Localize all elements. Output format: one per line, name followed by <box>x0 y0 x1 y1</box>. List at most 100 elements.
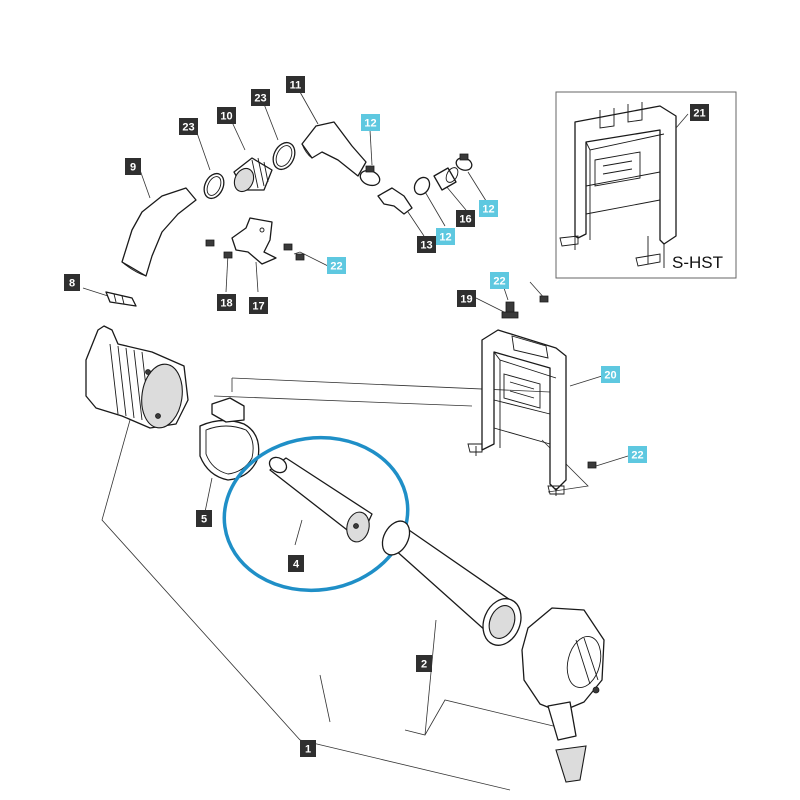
frame-20 <box>467 295 597 496</box>
leader-10 <box>231 121 246 151</box>
adapter-10-ribs <box>251 157 269 189</box>
filter-element-2-seal <box>488 605 516 639</box>
callout-number: 9 <box>130 162 136 174</box>
housing-cap-fins <box>109 343 151 423</box>
leader-1-bottom <box>299 739 511 791</box>
callout-box <box>417 236 436 253</box>
callout-number: 16 <box>459 214 471 226</box>
callout-c19: 19 <box>457 290 476 307</box>
housing-end-cap <box>521 607 605 783</box>
clamp-23b-ring <box>272 141 296 171</box>
inset-frame-plate <box>594 151 641 187</box>
filter-element-2 <box>381 520 522 646</box>
callout-number: 11 <box>290 80 302 92</box>
bolts-upper <box>205 239 305 261</box>
callout-box <box>601 366 620 383</box>
callout-box <box>179 118 198 135</box>
clamp-12a-screw <box>365 165 375 173</box>
callout-number: 18 <box>220 298 232 310</box>
leader-bracket-to-frame <box>213 377 551 407</box>
dust-valve <box>555 745 587 783</box>
callout-c9: 9 <box>125 158 141 175</box>
bolt-b <box>223 251 233 259</box>
callout-number: 20 <box>604 370 616 382</box>
inset-frame-top-brackets <box>599 102 643 129</box>
callout-number: 17 <box>252 301 264 313</box>
callout-box <box>125 158 141 175</box>
callout-box <box>217 294 236 311</box>
clamp-23a-inner <box>206 176 222 196</box>
housing-cap-latch-a <box>145 369 151 375</box>
hose-11-body <box>301 121 367 177</box>
clamp-23a <box>203 172 225 200</box>
valve-8-body <box>105 291 137 307</box>
frame-20-legs <box>475 446 557 496</box>
callout-number: 13 <box>420 240 432 252</box>
callout-box <box>196 510 212 527</box>
leader-9 <box>139 169 151 199</box>
frame-20-plate <box>503 373 541 409</box>
end-cap-latch <box>592 686 600 694</box>
filter-element-2-top <box>381 520 411 556</box>
frame-20-outline <box>481 329 567 491</box>
leader-4 <box>294 519 303 546</box>
hose-13-body <box>377 187 413 215</box>
inset-caption: S-HST <box>672 253 723 272</box>
hose-9-end <box>121 261 147 277</box>
housing-cap-latch-b <box>155 413 161 419</box>
leader-21 <box>675 113 689 129</box>
band-clamp-5 <box>199 397 260 481</box>
callout-number: 10 <box>220 111 232 123</box>
callout-c16: 16 <box>456 210 475 227</box>
callout-c12b: 12 <box>479 200 498 217</box>
end-cap-face <box>566 636 602 688</box>
bolt-22b <box>539 295 549 303</box>
inset-frame-drawing <box>559 102 677 268</box>
inset-frame-outline <box>574 105 677 245</box>
leader-12a <box>369 129 373 166</box>
callout-c4: 4 <box>288 555 304 572</box>
callout-c22a: 22 <box>327 257 346 274</box>
clamp-12c <box>413 176 431 196</box>
callout-box <box>288 555 304 572</box>
callout-box <box>456 210 475 227</box>
clamp-23b-inner <box>275 145 293 167</box>
clamp-23a-ring <box>203 172 225 200</box>
leader-2b <box>404 699 571 736</box>
callout-c20: 20 <box>601 366 620 383</box>
callout-box <box>217 107 236 124</box>
callout-number: 19 <box>460 294 472 306</box>
inset-frame <box>555 91 737 279</box>
callout-box <box>64 274 80 291</box>
leader-22c <box>595 455 629 467</box>
callout-box <box>249 297 268 314</box>
inset-frame-feet <box>559 235 661 267</box>
leader-13 <box>407 211 425 237</box>
callout-c2: 2 <box>416 655 432 672</box>
inset-s-hst: S-HST <box>555 91 737 279</box>
bracket-17 <box>231 217 277 265</box>
leader-22a <box>293 251 329 267</box>
leader-1-left <box>101 419 301 741</box>
callout-box <box>690 104 709 121</box>
callout-c11: 11 <box>286 76 305 93</box>
leader-8 <box>82 287 109 297</box>
callout-number: 21 <box>693 108 705 120</box>
leader-2 <box>424 619 437 736</box>
end-cap-ribs <box>575 637 599 685</box>
callout-box <box>251 89 270 106</box>
hose-elbow-9 <box>121 187 197 277</box>
filter-element-4-hole <box>353 523 359 529</box>
callout-c18: 18 <box>217 294 236 311</box>
callout-number: 22 <box>493 276 505 288</box>
callout-c23a: 23 <box>179 118 198 135</box>
callout-c13: 13 <box>417 236 436 253</box>
callout-c23b: 23 <box>251 89 270 106</box>
callout-number: 2 <box>421 659 427 671</box>
pipe-16-end <box>445 167 459 183</box>
frame-20-top-bracket <box>511 335 549 359</box>
inset-frame-legs <box>574 232 665 268</box>
callout-number: 1 <box>305 744 311 756</box>
band-clamp-5-inner <box>205 425 254 475</box>
